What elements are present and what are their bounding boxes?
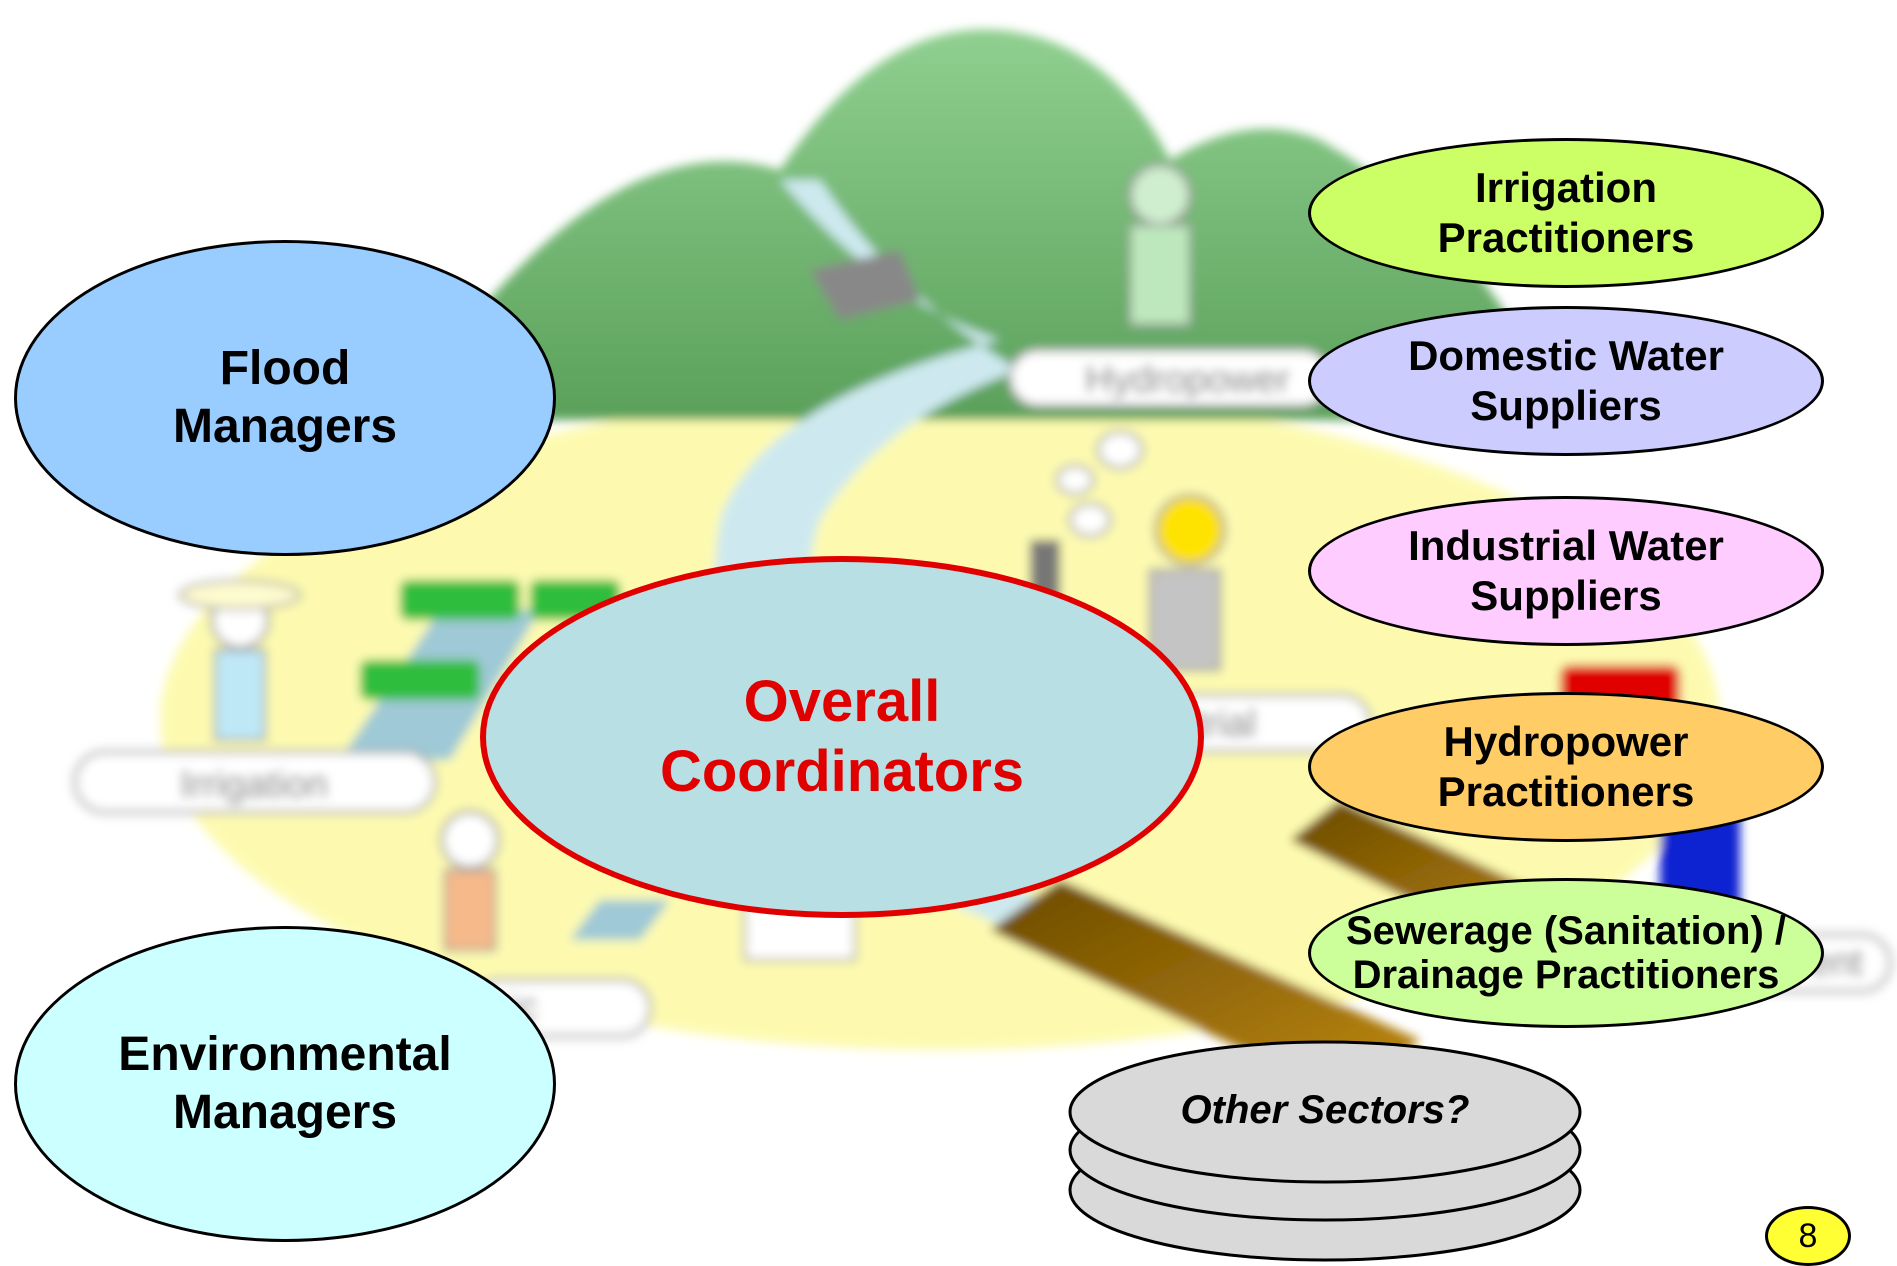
overall-coordinators-line2: Coordinators	[659, 739, 1025, 804]
irrigation-practitioners-oval: Irrigation Practitioners	[1308, 138, 1824, 288]
flood-managers-oval: Flood Managers	[14, 240, 556, 556]
bg-label-irrigation: Irrigation	[180, 764, 328, 806]
flood-managers-line1: Flood	[219, 342, 351, 396]
smoke	[1055, 430, 1144, 538]
bg-label-industrial: trial	[1195, 703, 1256, 745]
irrigation-practitioners-line1: Irrigation	[1474, 163, 1657, 211]
mountains	[440, 29, 1540, 420]
dam-structure	[810, 250, 920, 320]
hydropower-practitioners-oval: Hydropower Practitioners	[1308, 692, 1824, 842]
overall-coordinators-line1: Overall	[743, 669, 941, 735]
hydropower-practitioners-line2: Practitioners	[1437, 768, 1695, 815]
overall-coordinators-oval: Overall Coordinators	[480, 556, 1204, 918]
environmental-managers-oval: Environmental Managers	[14, 926, 556, 1242]
irrigation-practitioners-line2: Practitioners	[1437, 214, 1695, 261]
bg-label-hydropower: Hydropower	[1085, 359, 1290, 401]
sewerage-drainage-line1: Sewerage (Sanitation) /	[1345, 909, 1787, 953]
domestic-water-suppliers-line2: Suppliers	[1470, 382, 1662, 429]
environmental-managers-line1: Environmental	[118, 1028, 452, 1082]
page-number-badge: 8	[1765, 1206, 1851, 1266]
other-sectors-label: Other Sectors?	[1180, 1088, 1470, 1132]
other-sectors-stack	[1068, 1040, 1582, 1262]
industrial-water-suppliers-line1: Industrial Water	[1408, 521, 1724, 569]
flood-managers-line2: Managers	[172, 400, 398, 453]
environmental-managers-line2: Managers	[172, 1086, 398, 1139]
domestic-figure	[440, 810, 857, 962]
hydropower-practitioners-line1: Hydropower	[1443, 717, 1689, 765]
industrial-water-suppliers-line2: Suppliers	[1470, 572, 1662, 619]
sewerage-drainage-practitioners-oval: Sewerage (Sanitation) / Drainage Practit…	[1308, 878, 1824, 1028]
sewerage-drainage-line2: Drainage Practitioners	[1352, 953, 1780, 997]
industrial-water-suppliers-oval: Industrial Water Suppliers	[1308, 496, 1824, 646]
domestic-water-suppliers-line1: Domestic Water	[1408, 331, 1724, 379]
hydro-worker-figure	[1128, 163, 1192, 327]
domestic-water-suppliers-oval: Domestic Water Suppliers	[1308, 306, 1824, 456]
farmer-figure	[178, 579, 302, 742]
